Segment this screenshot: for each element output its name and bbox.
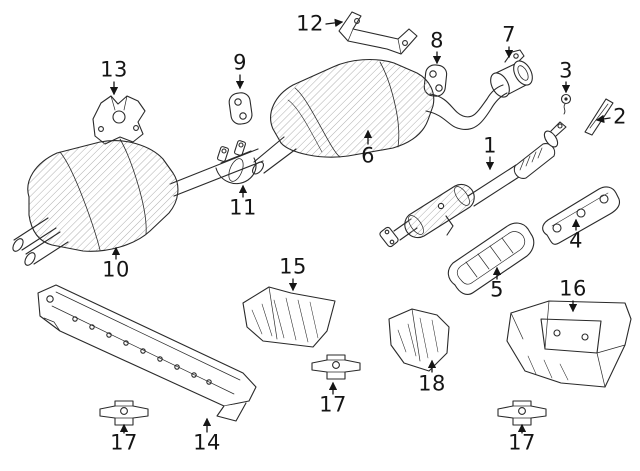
- part-15-heat-shield-drawing: [242, 286, 336, 348]
- part-3-fastener-drawing: [560, 93, 572, 115]
- callout-label-6: 6: [361, 143, 375, 168]
- part-13-bracket-drawing: [92, 95, 146, 145]
- callout-label-12: 12: [296, 11, 324, 36]
- callout-label-16: 16: [559, 276, 587, 301]
- callout-label-17-right: 17: [508, 430, 536, 455]
- callout-label-7: 7: [502, 22, 516, 47]
- part-9-hanger-drawing: [228, 92, 253, 125]
- callout-label-1: 1: [483, 133, 497, 158]
- callout-label-2: 2: [613, 104, 627, 129]
- part-17-bracket-left-drawing: [99, 400, 149, 426]
- part-2-strip-drawing: [584, 98, 614, 136]
- part-10-rear-muffler-drawing: [12, 138, 264, 266]
- part-12-bracket-drawing: [338, 11, 418, 55]
- part-5-heat-shield-drawing: [447, 222, 535, 295]
- part-18-heat-shield-drawing: [388, 308, 450, 372]
- callout-label-14: 14: [193, 430, 221, 455]
- part-17-bracket-mid-drawing: [311, 354, 361, 380]
- callout-label-8: 8: [430, 28, 444, 53]
- part-11-clamp-drawing: [215, 140, 257, 185]
- callout-label-3: 3: [559, 58, 573, 83]
- part-1-catalytic-converter-drawing: [379, 121, 567, 248]
- callout-label-18: 18: [418, 371, 446, 396]
- part-7-pipe-tip-drawing: [490, 49, 533, 98]
- callout-label-17-left: 17: [110, 430, 138, 455]
- callout-label-5: 5: [490, 277, 504, 302]
- callout-label-13: 13: [100, 57, 128, 82]
- part-4-bracket-plate-drawing: [542, 186, 621, 245]
- callout-label-17-mid: 17: [319, 392, 347, 417]
- part-14-sill-panel-drawing: [37, 284, 257, 422]
- callout-arrows: [109, 18, 611, 434]
- part-17-bracket-right-drawing: [497, 400, 547, 426]
- part-16-support-bracket-drawing: [506, 300, 632, 388]
- callout-label-4: 4: [569, 228, 583, 253]
- callout-label-10: 10: [102, 257, 130, 282]
- part-6-center-muffler-drawing: [252, 58, 508, 175]
- callout-label-11: 11: [229, 195, 257, 220]
- callout-label-15: 15: [279, 254, 307, 279]
- callout-label-9: 9: [233, 50, 247, 75]
